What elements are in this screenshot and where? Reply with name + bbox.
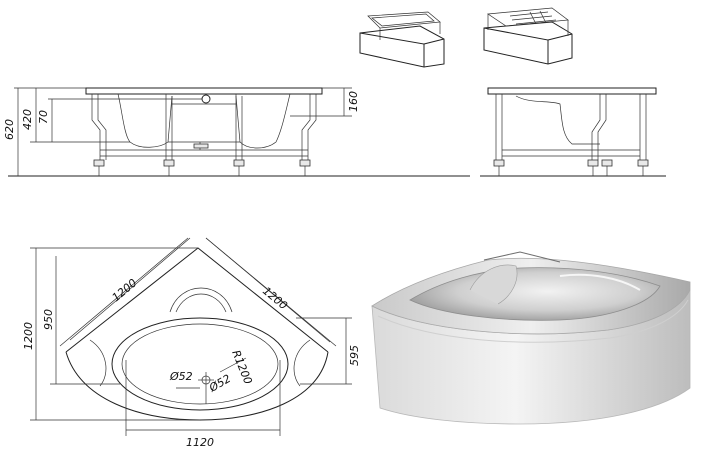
plan-view [30, 237, 352, 436]
dim-tub-height-label: 420 [21, 109, 34, 130]
dim-total-height-label: 620 [3, 119, 16, 140]
dim-radius-label: R1200 [229, 348, 254, 386]
dim-rim-height-label: 160 [347, 91, 360, 112]
dim-depth-950-label: 950 [42, 309, 55, 330]
dim-side-right-label: 1200 [260, 284, 290, 312]
overflow-icon [201, 94, 211, 104]
side-elevation-end [480, 87, 666, 177]
dim-total-1200-label: 1200 [22, 322, 35, 350]
side-elevation-front [8, 87, 470, 177]
tub-3d-render [371, 251, 691, 425]
plan-basin [111, 317, 289, 411]
thumbnail-tub-without-panel [359, 11, 445, 68]
dim-overflow-height-label: 70 [37, 110, 50, 124]
dim-side-left-label: 1200 [110, 276, 140, 304]
dim-drain-1-label: Ø52 [169, 370, 193, 383]
dim-drain-2-label: Ø52 [206, 372, 233, 395]
dim-width-1120-label: 1120 [186, 436, 214, 449]
thumbnail-tub-with-panel [483, 7, 573, 65]
dim-595-label: 595 [348, 345, 361, 366]
plan-wall-edges [65, 247, 329, 353]
